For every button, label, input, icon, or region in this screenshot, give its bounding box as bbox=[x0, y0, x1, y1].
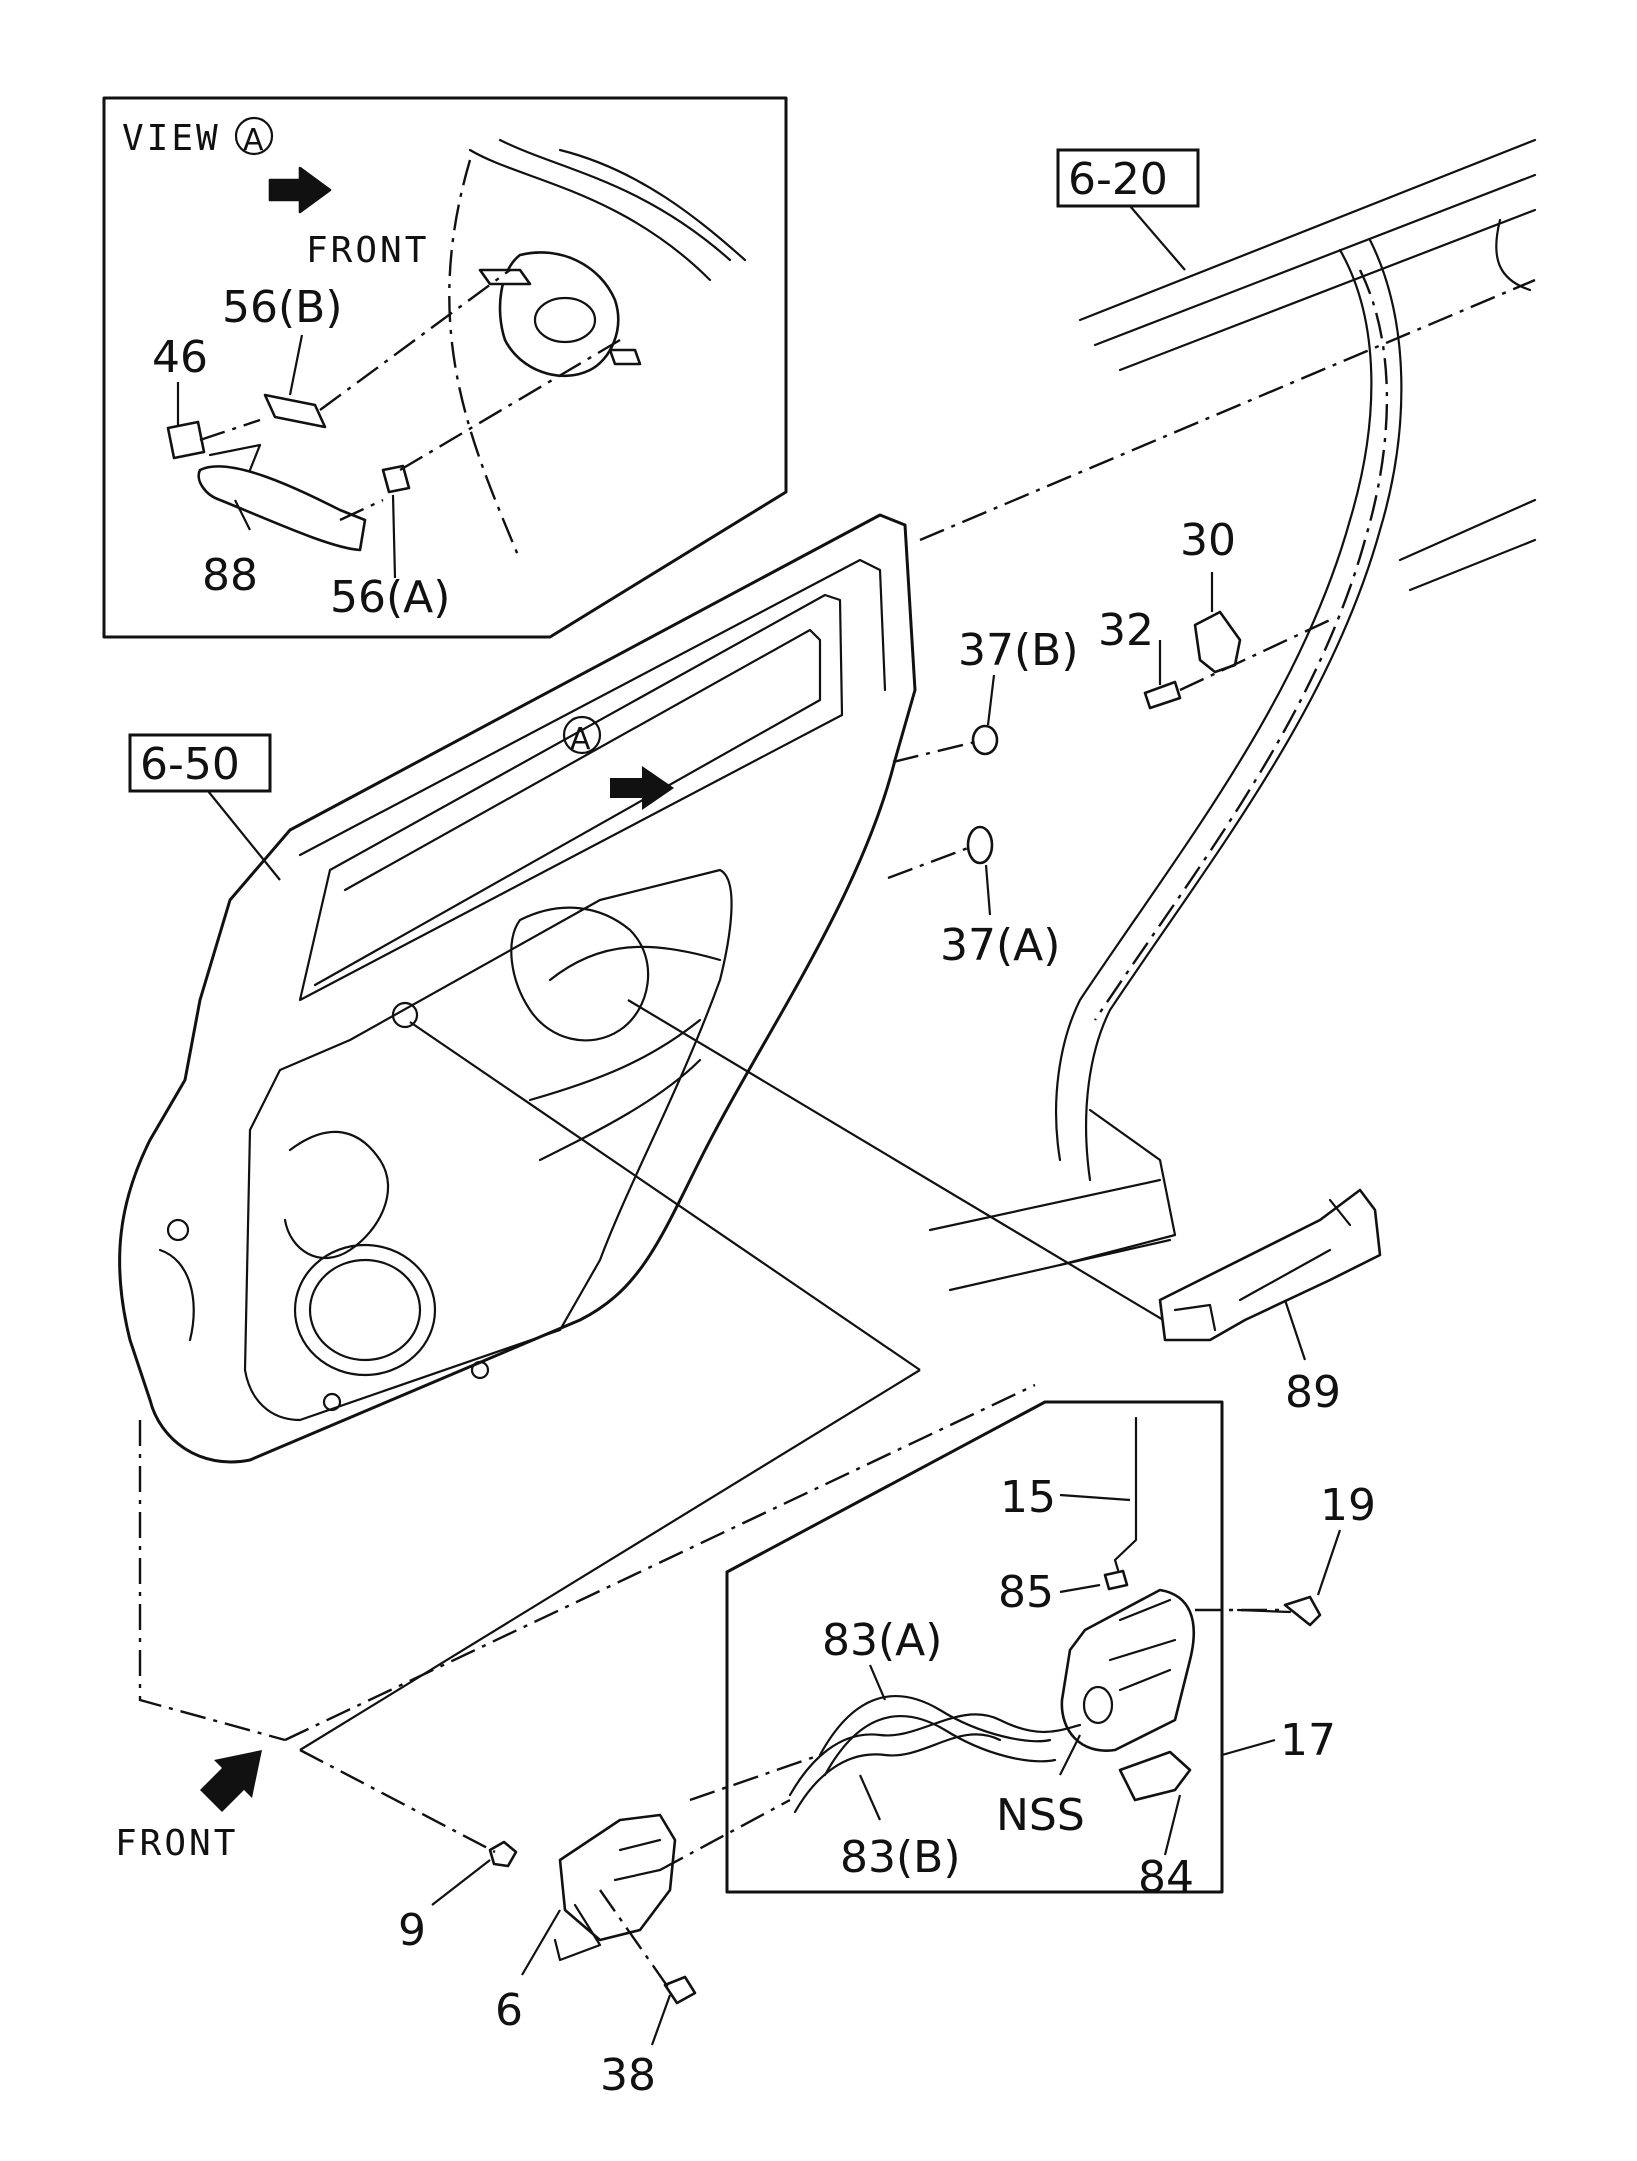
ref-top-label: 6-20 bbox=[1068, 154, 1168, 205]
view-front-label: FRONT bbox=[306, 230, 429, 271]
part-6-bracket bbox=[558, 1813, 677, 1942]
callout-37a: 37(A) bbox=[940, 920, 1060, 971]
callout-17: 17 bbox=[1280, 1715, 1336, 1766]
door-panel: 6-50 A bbox=[118, 513, 1181, 1751]
part-83a-cable bbox=[818, 1694, 1052, 1757]
callout-15: 15 bbox=[1000, 1472, 1056, 1523]
callout-88: 88 bbox=[202, 550, 258, 601]
part-89: 89 bbox=[1158, 1188, 1382, 1418]
part-15-rod bbox=[1113, 1416, 1138, 1572]
parts-striker: 30 32 37(B) 37(A) bbox=[887, 515, 1331, 971]
callout-56a: 56(A) bbox=[330, 572, 450, 623]
ref-6-50-box bbox=[128, 733, 272, 793]
door-front-arrow-icon bbox=[610, 766, 674, 810]
part-9-nut bbox=[488, 1840, 518, 1868]
part-88-handle bbox=[197, 465, 367, 552]
part-37a-clip bbox=[966, 825, 994, 865]
lock-detail-box: 15 85 19 17 83(A) 83(B) NSS 84 bbox=[725, 1400, 1376, 1903]
part-56b-pad bbox=[263, 393, 327, 429]
part-17-lock bbox=[1060, 1588, 1195, 1752]
parts-handle-bracket: 9 6 38 bbox=[299, 1748, 821, 2101]
view-title: VIEW bbox=[122, 118, 221, 159]
view-circle-letter: A bbox=[243, 123, 264, 158]
part-84-switch bbox=[1118, 1750, 1192, 1802]
callout-46: 46 bbox=[152, 332, 208, 383]
view-circle-icon bbox=[234, 116, 274, 156]
part-38-screw bbox=[663, 1975, 697, 2005]
part-37b-clip bbox=[971, 724, 999, 756]
bottom-front-label: FRONT bbox=[115, 1823, 238, 1864]
callout-38: 38 bbox=[600, 2050, 656, 2101]
callout-83a: 83(A) bbox=[822, 1615, 942, 1666]
bottom-front-indicator: FRONT bbox=[115, 1750, 262, 1864]
part-85-clip bbox=[1103, 1569, 1129, 1591]
callout-83b: 83(B) bbox=[840, 1832, 961, 1883]
callout-nss: NSS bbox=[996, 1790, 1085, 1841]
callout-30: 30 bbox=[1180, 515, 1236, 566]
view-a-marker-letter: A bbox=[570, 722, 591, 757]
callout-56b: 56(B) bbox=[222, 282, 343, 333]
front-arrow-icon bbox=[268, 166, 332, 214]
part-30-striker bbox=[1193, 610, 1242, 674]
ref-left-label: 6-50 bbox=[140, 739, 240, 790]
callout-85: 85 bbox=[998, 1567, 1054, 1618]
callout-6: 6 bbox=[495, 1985, 523, 2036]
bottom-front-arrow-icon bbox=[200, 1750, 262, 1812]
callout-32: 32 bbox=[1098, 605, 1154, 656]
part-56a-gasket bbox=[381, 464, 411, 494]
callout-89: 89 bbox=[1285, 1367, 1341, 1418]
part-19-screw bbox=[1283, 1595, 1322, 1627]
callout-84: 84 bbox=[1138, 1852, 1194, 1903]
ref-6-20: 6-20 bbox=[1056, 148, 1200, 271]
part-32-bolt bbox=[1143, 680, 1182, 710]
callout-9: 9 bbox=[398, 1905, 426, 1956]
callout-37b: 37(B) bbox=[958, 625, 1079, 676]
view-a-inset: VIEW A FRONT 56(B) 46 88 56(A) bbox=[102, 96, 788, 639]
view-a-marker-icon bbox=[562, 715, 602, 755]
body-side-frame bbox=[919, 138, 1537, 1292]
part-83b-cable bbox=[788, 1713, 1082, 1797]
callout-19: 19 bbox=[1320, 1480, 1376, 1531]
part-46-cap bbox=[166, 420, 206, 460]
